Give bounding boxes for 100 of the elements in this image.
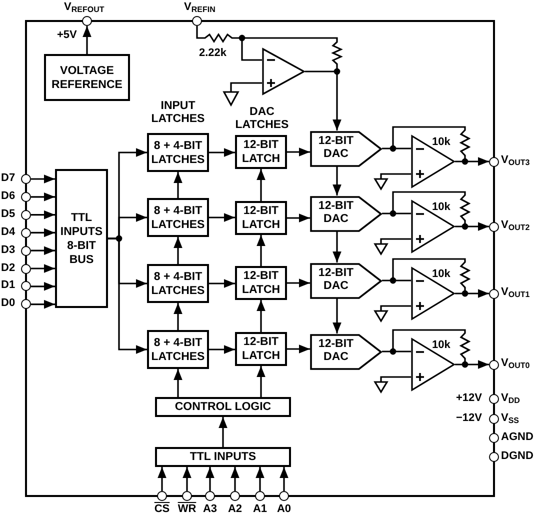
block-label: 12-BIT DAC [317, 338, 355, 364]
block-label: CONTROL LOGIC [174, 400, 272, 414]
block [155, 397, 291, 417]
block-label: 8 + 4-BIT LATCHES [150, 204, 206, 232]
block [155, 447, 291, 467]
arrow [455, 157, 489, 166]
block [147, 133, 209, 172]
pin-circle [82, 16, 92, 26]
pin-circle [489, 360, 499, 370]
block [235, 135, 287, 169]
block-label: 8 + 4-BIT LATCHES [150, 270, 206, 298]
arrow [256, 300, 266, 332]
op-amp-symbol [411, 200, 455, 253]
block [44, 54, 130, 101]
pin-circle [21, 299, 31, 310]
arrow [209, 345, 235, 354]
dac-block [310, 262, 382, 298]
arrow [158, 467, 166, 491]
pin-label: V$_{REFIN}$ [184, 1, 216, 14]
block-label: 12-BIT DAC [317, 266, 355, 292]
wire [382, 148, 411, 150]
pin-label: V$_{OUT2}$ [501, 219, 531, 232]
op-amp-symbol [411, 267, 455, 320]
wire [382, 212, 411, 214]
block-label: 12-BIT DAC [317, 200, 355, 226]
op-amp-symbol [411, 338, 455, 391]
block-label: 12-BIT LATCH [240, 138, 282, 166]
block [55, 169, 108, 308]
arrow [332, 166, 342, 196]
block-label: TTL INPUTS 8-BIT BUS [59, 210, 104, 266]
pin-label: AGND [501, 431, 534, 444]
arrow [206, 467, 214, 491]
arrow [280, 467, 288, 491]
arrow [256, 169, 266, 201]
pin-circle [489, 394, 499, 404]
value-label: 10k [432, 268, 452, 281]
pin-circle [489, 414, 499, 424]
block-label: 12-BIT DAC [317, 134, 355, 160]
arrow [31, 282, 55, 291]
wire [196, 26, 262, 61]
pin-label: V$_{REFOUT}$ [64, 1, 106, 14]
block [147, 264, 209, 303]
pin-circle [230, 491, 240, 501]
arrow [174, 172, 182, 198]
value-label: 10k [432, 201, 452, 214]
arrow [218, 417, 228, 447]
arrow [209, 279, 235, 288]
arrow [31, 264, 55, 273]
pin-circle [21, 210, 31, 220]
block-label: 12-BIT LATCH [240, 204, 282, 232]
pin-label: D0 [1, 297, 16, 310]
block-label: 8 + 4-BIT LATCHES [150, 336, 206, 364]
group-label: DAC LATCHES [234, 106, 290, 132]
arrow [455, 222, 489, 231]
pin-label: V$_{OUT3}$ [501, 154, 531, 167]
pin-label: D4 [1, 226, 16, 239]
pin-label: DGND [501, 450, 534, 463]
arrow [108, 238, 147, 354]
pin-circle [157, 491, 167, 501]
dac-block [310, 130, 382, 166]
pin-circle [21, 264, 31, 274]
arrow [455, 360, 489, 369]
block-label: TTL INPUTS [190, 450, 256, 464]
pin-circle [255, 491, 265, 501]
arrow [209, 148, 235, 157]
arrow [31, 174, 55, 184]
arrow [256, 235, 266, 266]
arrow [287, 214, 310, 222]
arrow [287, 344, 310, 354]
pin-label: D6 [1, 190, 16, 203]
pin-circle [279, 491, 289, 501]
op-amp-symbol [411, 135, 455, 188]
arrow [230, 467, 240, 491]
op-amp-symbol [262, 48, 305, 95]
pin-circle [182, 491, 192, 501]
pin-label: WR [176, 503, 198, 516]
arrow [332, 232, 342, 262]
pin-circle [489, 156, 499, 166]
pin-circle [21, 246, 31, 256]
pin-circle [21, 228, 31, 238]
arrow [174, 303, 182, 330]
pin-label: V$_{OUT0}$ [501, 357, 531, 370]
block-label: 12-BIT LATCH [240, 335, 282, 363]
dac-block [310, 196, 382, 232]
arrow [256, 366, 266, 397]
pin-circle [489, 433, 499, 443]
arrow [305, 70, 342, 130]
pin-circle [489, 222, 499, 232]
arrow [82, 26, 92, 54]
arrow [455, 289, 489, 298]
pin-circle [489, 452, 499, 462]
pin-label: V$_{DD}$ [501, 392, 521, 405]
pin-label: D1 [1, 279, 16, 292]
pin-label: CS [153, 503, 171, 516]
pin-label: V$_{OUT1}$ [501, 286, 531, 299]
arrow [31, 210, 55, 220]
arrow [182, 467, 192, 491]
block [147, 198, 209, 237]
pin-circle [205, 491, 215, 501]
arrow [209, 213, 235, 222]
